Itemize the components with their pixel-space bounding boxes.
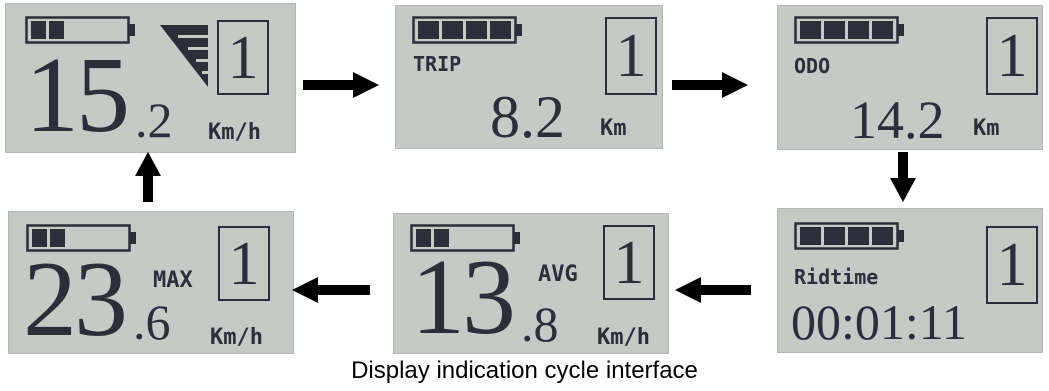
- avg-unit: Km/h: [597, 325, 650, 350]
- max-value-decimal: .6: [133, 294, 171, 350]
- assist-power-bars-icon: [160, 25, 208, 87]
- odo-label: ODO: [794, 54, 831, 78]
- assist-level-indicator: 1: [986, 17, 1038, 95]
- battery-icon: [794, 16, 904, 44]
- battery-icon: [412, 16, 522, 44]
- diagram-caption: Display indication cycle interface: [351, 357, 698, 384]
- battery-icon: [25, 16, 135, 44]
- max-value-integer: 23: [23, 240, 128, 359]
- trip-label: TRIP: [413, 52, 462, 76]
- assist-level-indicator: 1: [605, 17, 657, 95]
- assist-level-indicator: 1: [603, 225, 655, 300]
- battery-icon: [410, 224, 520, 252]
- lcd-screen-trip: TRIP 1 8.2 Km: [395, 5, 663, 149]
- arrow-down-icon: [890, 152, 916, 202]
- max-unit: Km/h: [210, 325, 263, 350]
- lcd-screen-ridetime: Ridtime 1 00:01:11: [777, 208, 1043, 353]
- ridetime-label: Ridtime: [794, 265, 879, 289]
- arrow-left-icon: [675, 277, 751, 303]
- speed-unit: Km/h: [208, 120, 261, 145]
- arrow-left-icon: [292, 277, 370, 303]
- arrow-up-icon: [135, 152, 161, 202]
- trip-distance-value: 8.2: [490, 84, 565, 150]
- max-label: MAX: [153, 268, 193, 293]
- trip-unit: Km: [600, 116, 627, 141]
- assist-level-indicator: 1: [218, 226, 270, 301]
- avg-label: AVG: [538, 262, 578, 287]
- battery-icon: [794, 222, 904, 250]
- lcd-screen-max: 1 MAX 23 .6 Km/h: [8, 211, 294, 359]
- speed-value-decimal: .2: [135, 92, 173, 148]
- lcd-screen-odo: ODO 1 14.2 Km: [777, 5, 1043, 150]
- odo-unit: Km: [973, 116, 1000, 141]
- assist-level-indicator: 1: [986, 226, 1038, 304]
- lcd-screen-speed: 1 15 .2 Km/h: [5, 3, 296, 153]
- assist-level-indicator: 1: [217, 20, 269, 95]
- odo-distance-value: 14.2: [850, 90, 945, 150]
- speed-value-integer: 15: [25, 36, 130, 155]
- avg-value-decimal: .8: [521, 296, 559, 352]
- arrow-right-icon: [303, 72, 379, 98]
- avg-value-integer: 13: [411, 238, 516, 357]
- arrow-right-icon: [672, 72, 748, 98]
- battery-icon: [26, 224, 136, 252]
- ridetime-value: 00:01:11: [791, 294, 967, 350]
- lcd-screen-avg: 1 AVG 13 .8 Km/h: [393, 213, 669, 354]
